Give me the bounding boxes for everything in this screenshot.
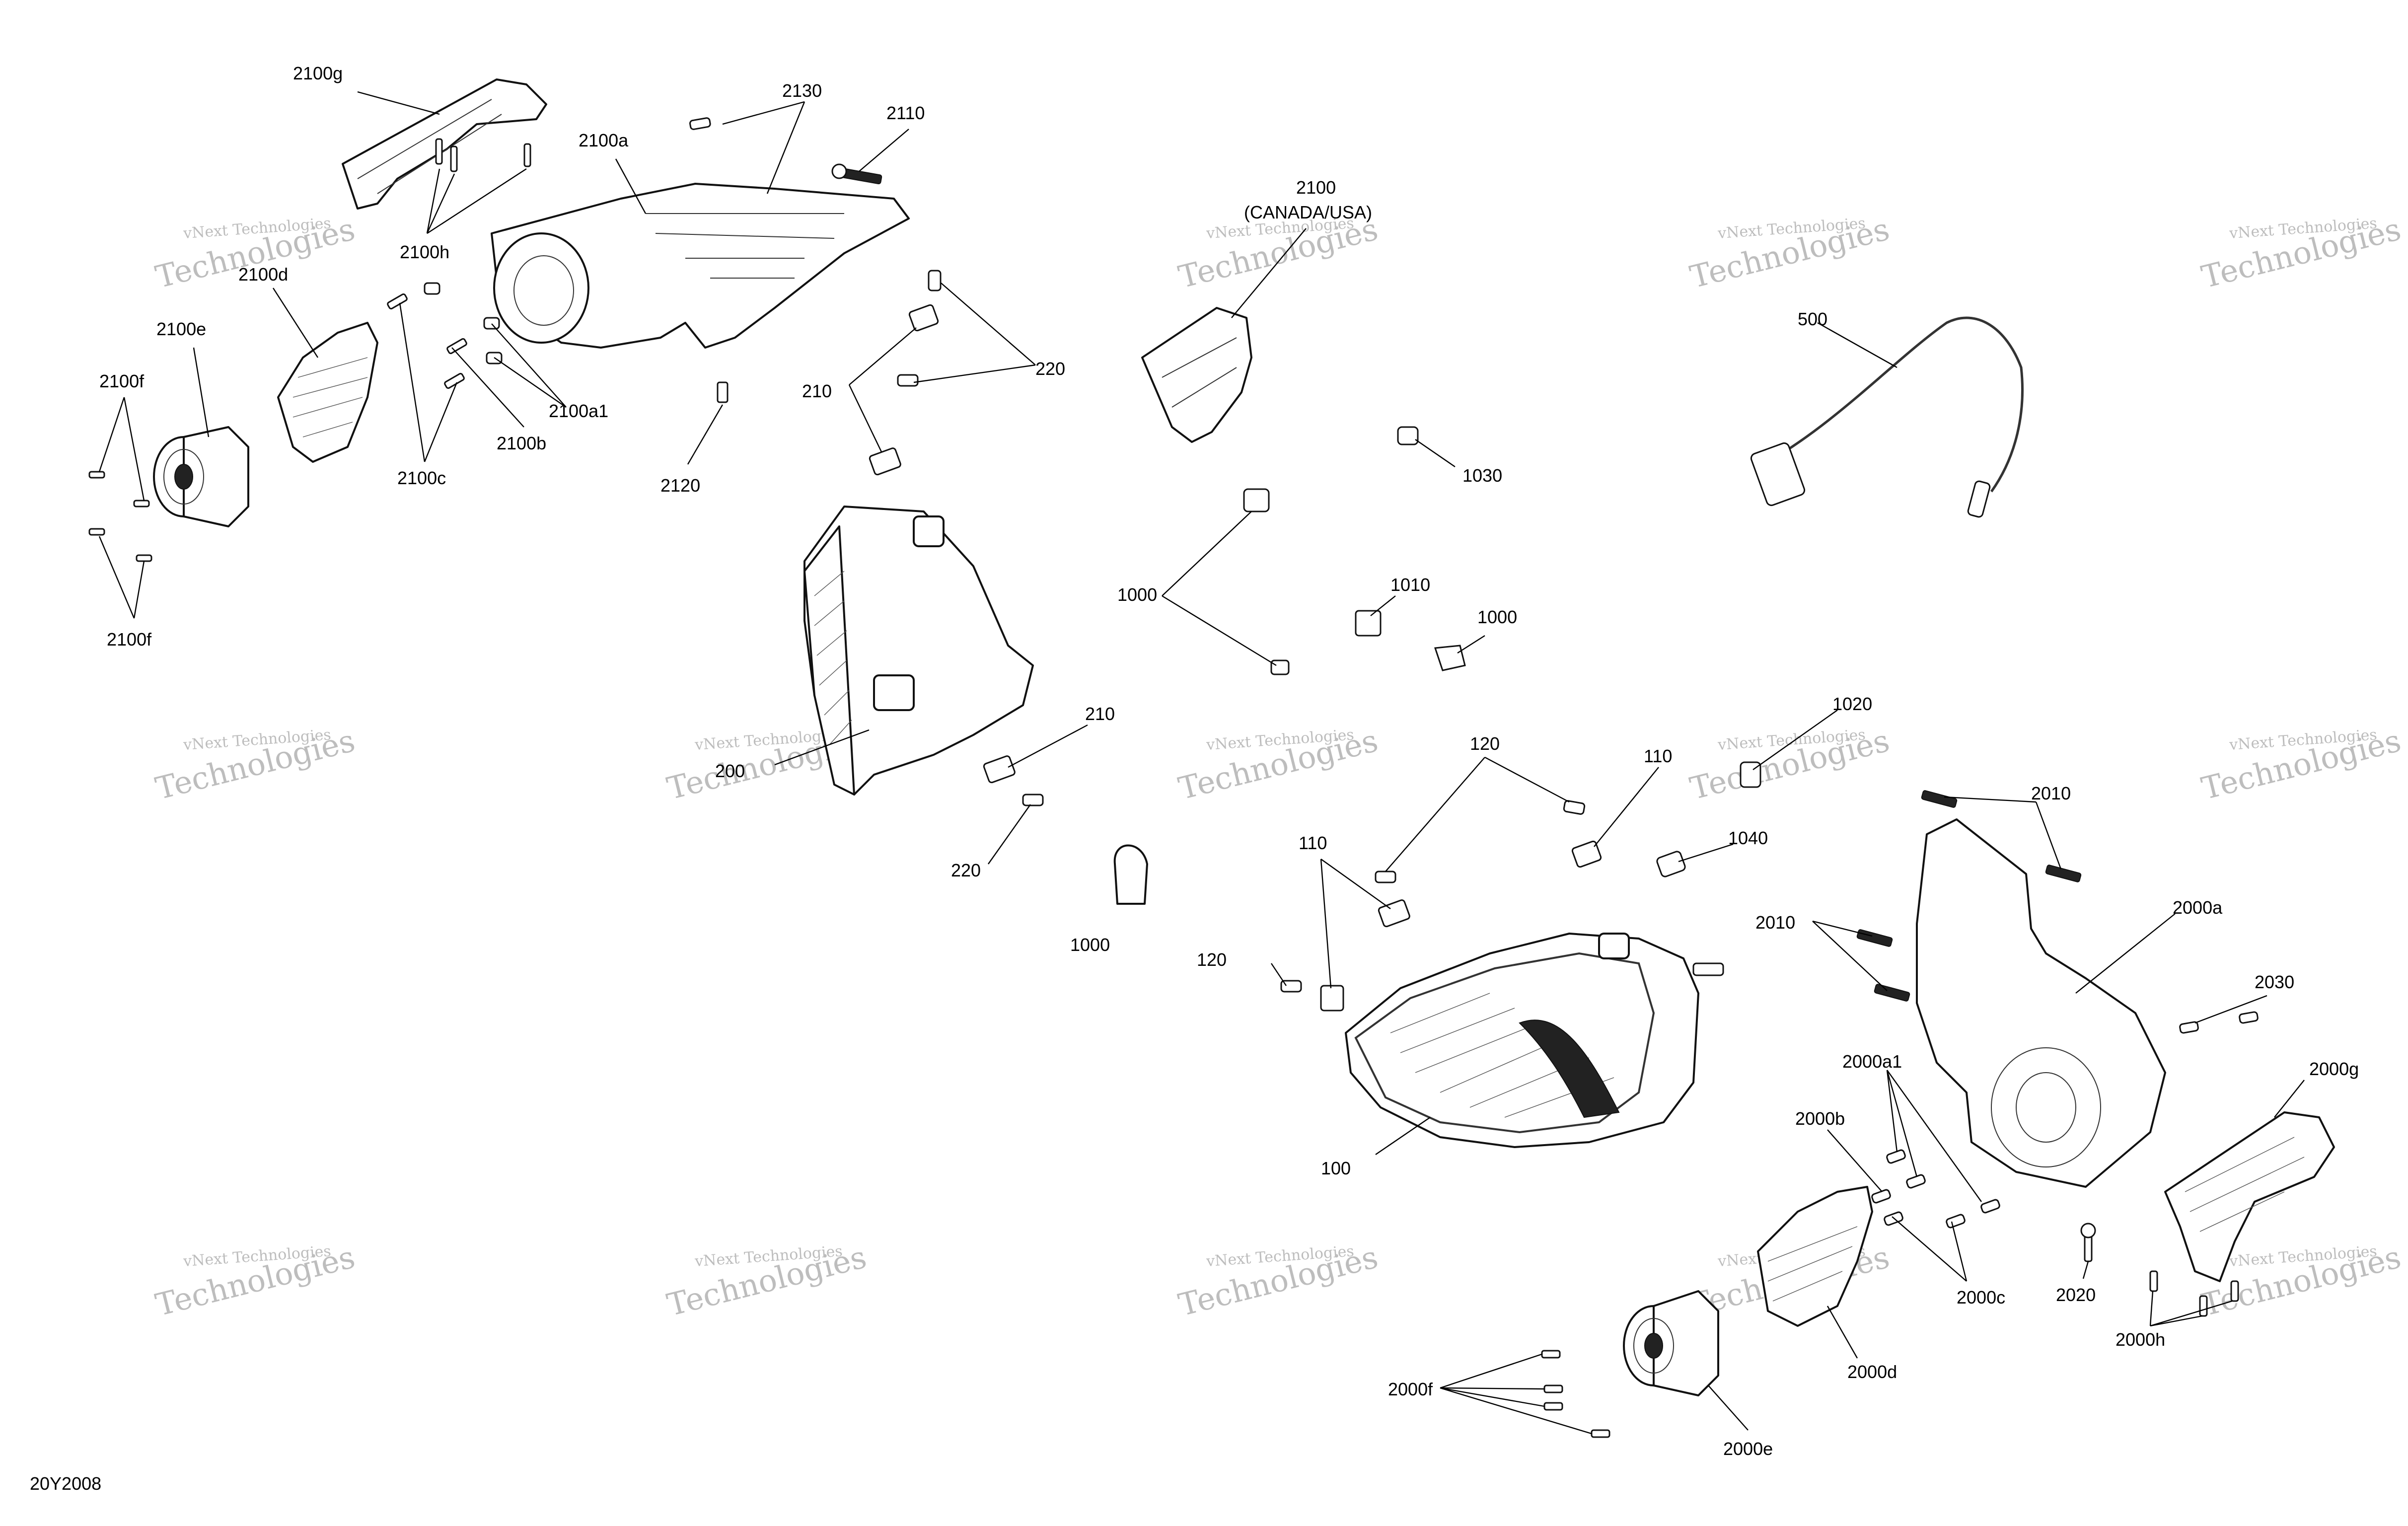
part-2020-screw (2080, 1223, 2096, 1262)
label-2000b: 2000b (1795, 1108, 1845, 1129)
label-1000-a: 1000 (1117, 584, 1157, 605)
leader-lines (98, 91, 2305, 1435)
part-2100d-cover (277, 322, 378, 463)
part-2100-canada-usa-bracket (1141, 307, 1252, 443)
label-2100f-bottom: 2100f (107, 629, 152, 650)
label-2120: 2120 (660, 475, 700, 496)
watermark-r1c4: vNext Technologies Technologies (1686, 211, 1893, 295)
label-2000e: 2000e (1723, 1439, 1773, 1459)
label-100: 100 (1321, 1158, 1351, 1178)
label-1020: 1020 (1832, 694, 1872, 714)
label-1040: 1040 (1728, 828, 1768, 848)
part-2000a1-2000b-2000c-screws (1871, 1149, 2000, 1229)
part-2110-bolt (831, 163, 882, 185)
part-2100a-mount-bracket (491, 183, 910, 349)
part-2000d-cover (1757, 1186, 1873, 1327)
label-2100h: 2100h (400, 242, 449, 262)
label-2100a1: 2100a1 (549, 401, 608, 421)
part-210-220-clips-top (869, 270, 942, 476)
watermark-r2c4: vNext Technologies Technologies (1686, 722, 1893, 806)
part-1030-clip (1397, 426, 1419, 445)
label-2010-mid: 2010 (1755, 912, 1795, 933)
label-2100e: 2100e (156, 319, 206, 339)
watermark-r2c5: vNext Technologies Technologies (2198, 722, 2405, 806)
watermark-r3c2: vNext Technologies Technologies (663, 1238, 870, 1323)
label-2100-canada-usa: 2100 (1296, 177, 1336, 198)
label-2000h: 2000h (2116, 1329, 2165, 1350)
label-210-mid: 210 (1085, 704, 1115, 724)
label-2020: 2020 (2056, 1285, 2096, 1305)
part-100-headlamp-main (1345, 933, 1724, 1148)
part-2000f-screws (1541, 1350, 1610, 1438)
label-2030: 2030 (2255, 972, 2294, 992)
watermark-r1c5: vNext Technologies Technologies (2198, 211, 2405, 295)
label-2110: 2110 (886, 103, 925, 123)
label-1030: 1030 (1462, 465, 1502, 486)
part-1000-1010-clips (1113, 488, 1466, 905)
part-200-headlamp-left (803, 506, 1034, 796)
watermark-r3c3: vNext Technologies Technologies (1175, 1238, 1382, 1323)
label-210-top: 210 (802, 381, 832, 401)
drawing-code: 20Y2008 (30, 1473, 101, 1494)
part-500-wiring-harness (1750, 316, 2024, 518)
part-2000h-screws (2149, 1270, 2239, 1317)
label-2100a: 2100a (579, 130, 629, 150)
label-canada-usa: (CANADA/USA) (1244, 202, 1372, 222)
label-500: 500 (1798, 309, 1827, 329)
part-2100e-fog-lamp (153, 426, 249, 527)
part-2000a-mount-bracket (1916, 818, 2166, 1188)
watermark-r3c1: vNext Technologies Technologies (152, 1238, 359, 1323)
label-2100c: 2100c (397, 468, 446, 488)
label-2000d: 2000d (1847, 1362, 1897, 1382)
label-2100f-top: 2100f (99, 371, 145, 391)
label-2000g: 2000g (2309, 1059, 2359, 1079)
part-2100c-2100b-2100a1-screws (387, 282, 503, 389)
watermark-r2c3: vNext Technologies Technologies (1175, 722, 1382, 806)
label-110-right: 110 (1644, 746, 1672, 766)
label-200: 200 (715, 761, 745, 781)
label-2100d: 2100d (238, 264, 288, 285)
label-2100g-left: 2100g (293, 63, 343, 83)
part-2000e-fog-lamp (1623, 1290, 1719, 1396)
part-2030-pins (2179, 1011, 2259, 1034)
callout-labels: 2100g 2130 2110 2100a 2100h 2100d 2100e … (30, 63, 2359, 1494)
label-2000a: 2000a (2173, 897, 2223, 918)
part-2000g-cover-right (2164, 1111, 2335, 1282)
part-2010-bolts (1856, 790, 2082, 1002)
label-120-left: 120 (1197, 949, 1227, 970)
watermark-r2c1: vNext Technologies Technologies (152, 722, 359, 806)
label-1000-c: 1000 (1070, 935, 1110, 955)
label-2000a1: 2000a1 (1842, 1051, 1902, 1072)
label-2100b: 2100b (497, 433, 546, 453)
label-2000f: 2000f (1388, 1379, 1433, 1399)
label-120-top: 120 (1470, 733, 1500, 754)
label-220-top: 220 (1035, 359, 1065, 379)
label-1000-b: 1000 (1477, 607, 1517, 627)
part-2100h-screws (435, 138, 531, 172)
part-2100f-screws (88, 471, 152, 562)
label-1010: 1010 (1390, 575, 1430, 595)
label-2010-top: 2010 (2031, 783, 2071, 803)
label-110-left: 110 (1299, 833, 1327, 853)
part-2120-screw (717, 381, 729, 403)
label-2000c: 2000c (1957, 1287, 2005, 1308)
part-210-220-clips-mid (983, 755, 1044, 806)
label-220-mid: 220 (951, 860, 981, 880)
part-2100g-cover-left (342, 78, 547, 210)
watermark-r1c3: vNext Technologies Technologies (1175, 211, 1382, 295)
label-2130: 2130 (782, 80, 822, 101)
